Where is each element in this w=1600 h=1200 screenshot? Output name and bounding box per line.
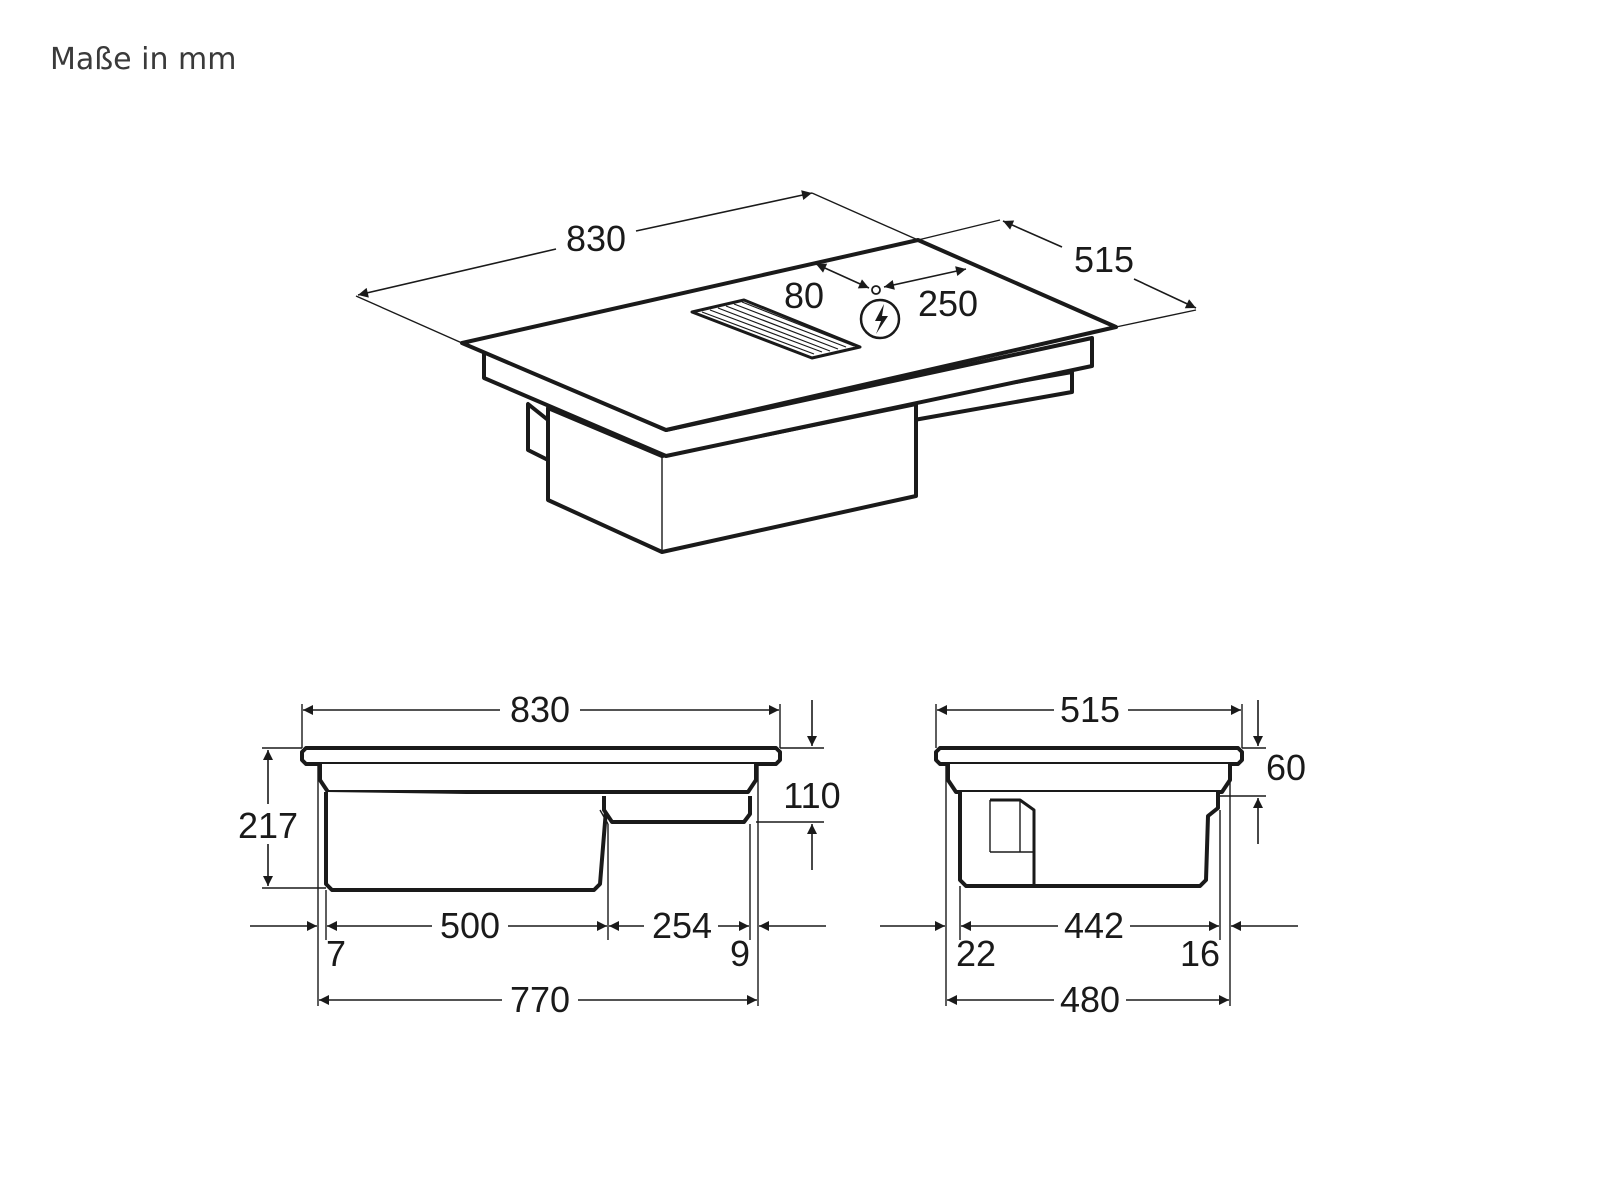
iso-conn-offset-label: 80 bbox=[784, 275, 824, 316]
front-depth-label: 110 bbox=[783, 775, 840, 816]
side-height-label: 60 bbox=[1266, 747, 1306, 788]
front-view: 830 217 110 7 500 254 9 770 bbox=[238, 689, 841, 1020]
side-width-label: 515 bbox=[1060, 689, 1120, 730]
front-left-gap-label: 7 bbox=[326, 933, 346, 974]
side-left-gap-label: 22 bbox=[956, 933, 996, 974]
side-right-gap-label: 16 bbox=[1180, 933, 1220, 974]
front-frame bbox=[318, 764, 758, 794]
side-glass bbox=[934, 746, 1244, 766]
side-inner-label: 442 bbox=[1064, 905, 1124, 946]
front-right-gap-label: 9 bbox=[730, 933, 750, 974]
side-frame bbox=[946, 764, 1232, 794]
iso-width-label: 830 bbox=[566, 218, 626, 259]
side-cutout-label: 480 bbox=[1060, 979, 1120, 1020]
front-shallow-box bbox=[602, 796, 752, 824]
front-deep-box bbox=[324, 792, 608, 892]
side-view: 515 60 22 442 16 480 bbox=[880, 689, 1306, 1020]
iso-conn-dist-label: 250 bbox=[918, 283, 978, 324]
front-width-label: 830 bbox=[510, 689, 570, 730]
front-glass bbox=[300, 746, 782, 766]
units-caption: Maße in mm bbox=[50, 42, 237, 77]
iso-back-box bbox=[526, 402, 550, 462]
front-cutout-label: 770 bbox=[510, 979, 570, 1020]
side-inner-module bbox=[990, 798, 1036, 886]
power-connection-icon bbox=[859, 298, 901, 340]
iso-depth-label: 515 bbox=[1074, 239, 1134, 280]
front-section-a-label: 500 bbox=[440, 905, 500, 946]
isometric-view: 830 515 80 250 bbox=[355, 190, 1197, 554]
iso-vent-grille bbox=[690, 298, 862, 360]
front-section-b-label: 254 bbox=[652, 905, 712, 946]
front-height-label: 217 bbox=[238, 805, 298, 846]
